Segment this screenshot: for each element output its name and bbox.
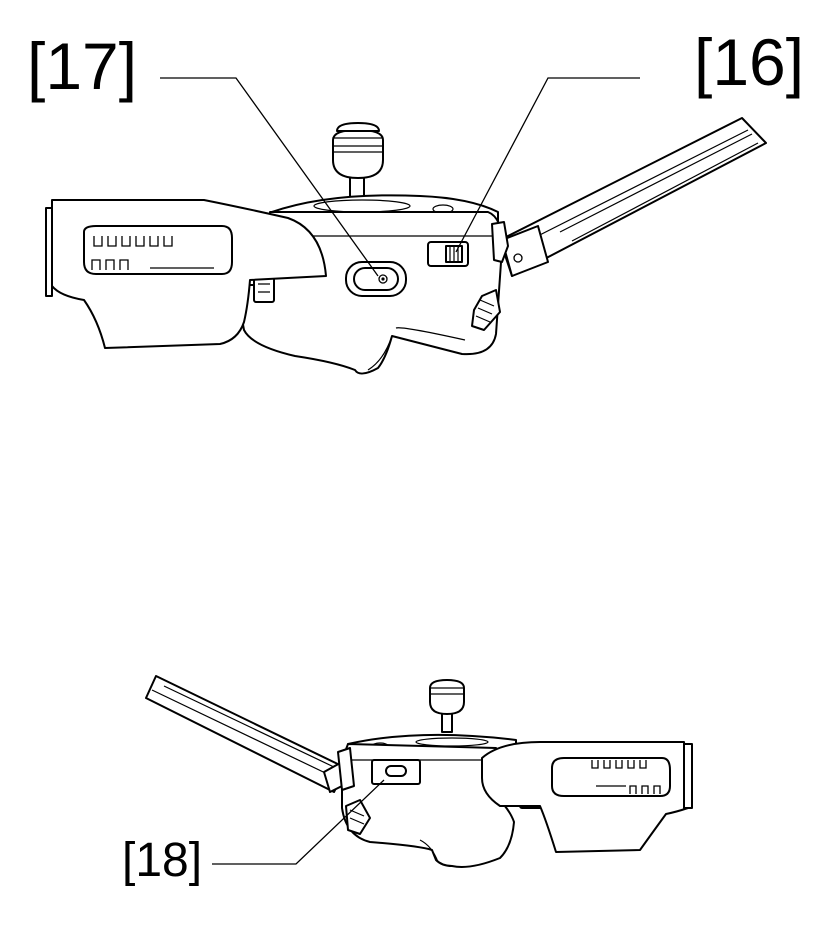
button-17 bbox=[346, 262, 406, 296]
antenna-arm bbox=[146, 676, 346, 792]
callout-label-18: [18] bbox=[122, 837, 202, 885]
controller-side-view-right bbox=[46, 78, 766, 374]
right-grip bbox=[482, 742, 692, 852]
control-stick bbox=[333, 123, 383, 200]
control-stick bbox=[430, 680, 464, 732]
callout-label-16: [16] bbox=[694, 29, 804, 95]
switch-16 bbox=[428, 242, 468, 266]
callout-label-17: [17] bbox=[27, 33, 137, 99]
antenna-arm bbox=[500, 118, 766, 276]
controller-side-view-left bbox=[146, 676, 692, 867]
port-18 bbox=[372, 760, 420, 784]
